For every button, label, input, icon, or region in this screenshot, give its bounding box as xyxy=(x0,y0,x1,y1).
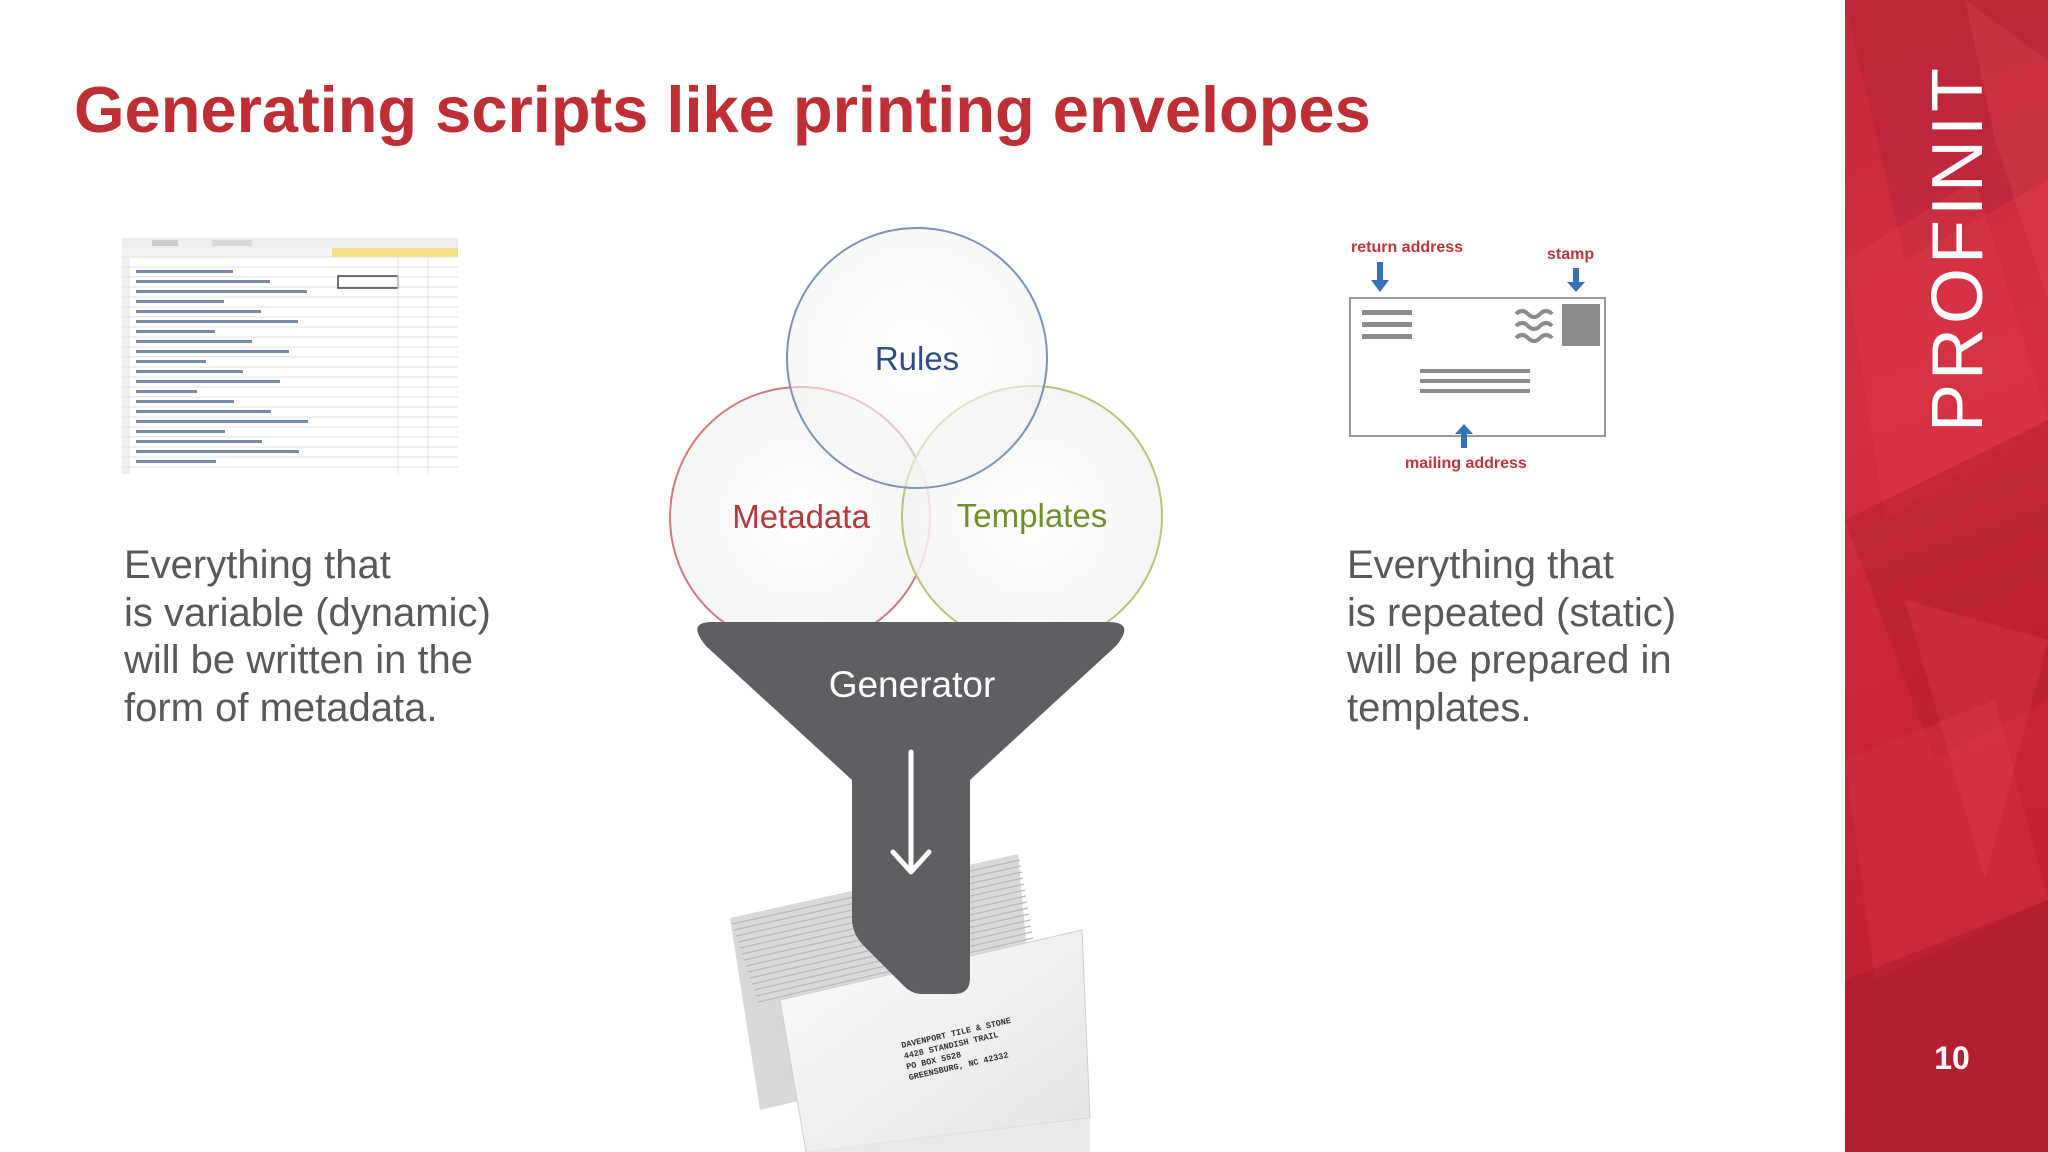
return-address-label: return address xyxy=(1351,239,1464,256)
right-description-line: Everything that xyxy=(1347,543,1614,587)
left-description-line: form of metadata. xyxy=(124,685,438,730)
envelope-stack: DAVENPORT TILE & STONE 4428 STANDISH TRA… xyxy=(730,854,1091,1152)
templates-label: Templates xyxy=(956,497,1108,534)
right-description-line: is repeated (static) xyxy=(1347,590,1677,635)
mailing-address-label: mailing address xyxy=(1405,455,1527,472)
left-description-line: is variable (dynamic) xyxy=(124,590,491,635)
page-number: 10 xyxy=(1934,1040,1970,1076)
left-description-line: Everything that xyxy=(124,543,391,587)
slide-title: Generating scripts like printing envelop… xyxy=(74,73,1371,146)
stamp-label: stamp xyxy=(1547,246,1595,263)
arrow-down-icon xyxy=(1371,262,1389,292)
right-description-line: templates. xyxy=(1347,685,1532,730)
brand-logo-text: PROFINIT xyxy=(1918,64,1998,432)
brand-sidebar xyxy=(1845,0,2048,1152)
envelope-schematic xyxy=(1349,262,1606,448)
arrow-down-icon xyxy=(1567,268,1585,292)
left-description-line: will be written in the xyxy=(124,638,474,682)
right-description-line: will be prepared in xyxy=(1347,638,1672,682)
metadata-label: Metadata xyxy=(732,498,870,535)
right-description: Everything that is repeated (static) wil… xyxy=(1347,542,1676,732)
rules-circle xyxy=(786,227,1048,489)
left-description: Everything that is variable (dynamic) wi… xyxy=(124,542,491,732)
rules-label: Rules xyxy=(874,340,960,377)
arrow-up-icon xyxy=(1455,424,1473,448)
spreadsheet-thumbnail xyxy=(122,238,458,474)
faceted-background xyxy=(1845,0,2048,1152)
generator-label: Generator xyxy=(828,664,996,705)
down-arrow-head xyxy=(890,849,932,875)
